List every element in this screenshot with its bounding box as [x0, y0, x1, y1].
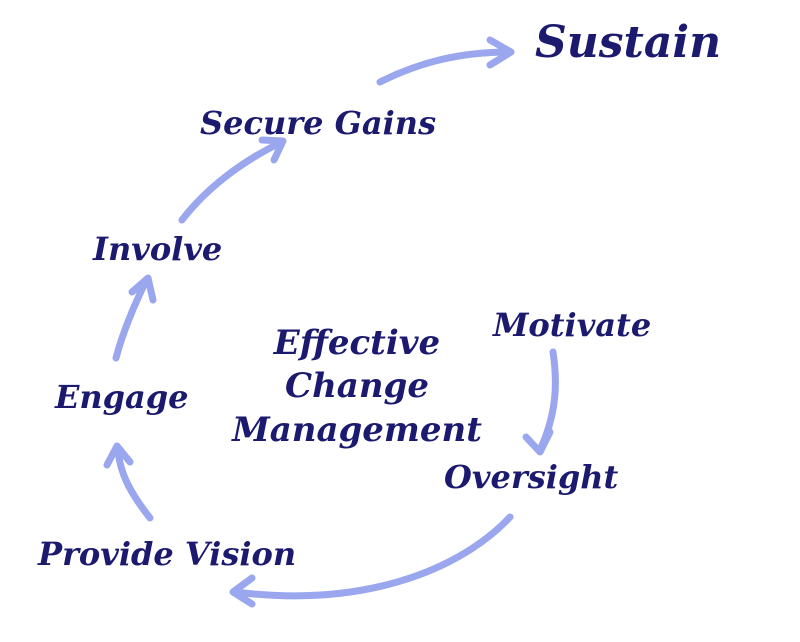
step-engage: Engage	[54, 378, 189, 416]
arrow-motivate-to-oversight	[522, 348, 559, 456]
step-secure-gains: Secure Gains	[200, 104, 436, 142]
step-involve: Involve	[92, 230, 222, 268]
arrows	[103, 36, 559, 608]
step-sustain: Sustain	[535, 17, 721, 68]
step-motivate: Motivate	[492, 306, 651, 344]
arrow-involve-to-secure-gains	[178, 136, 287, 224]
step-provide-vision: Provide Vision	[37, 535, 296, 573]
arrow-oversight-to-provide-vision	[229, 513, 514, 608]
center-title-line-1: Effective	[273, 323, 440, 363]
arrow-secure-gains-to-sustain	[376, 36, 515, 86]
step-oversight: Oversight	[444, 458, 619, 496]
step-labels: Sustain Secure Gains Involve Engage Prov…	[37, 17, 721, 573]
center-title-line-3: Management	[231, 410, 482, 450]
arrow-provide-vision-to-engage	[103, 442, 154, 522]
center-title-line-2: Change	[285, 366, 429, 406]
arrow-engage-to-involve	[112, 274, 157, 362]
center-title: Effective Change Management	[231, 323, 482, 450]
